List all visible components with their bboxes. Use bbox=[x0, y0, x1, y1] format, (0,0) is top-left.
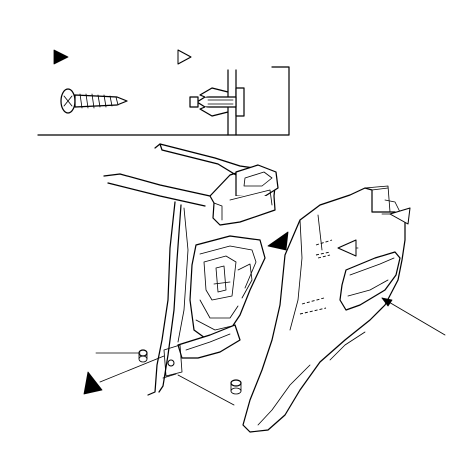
fastener-legend-box bbox=[37, 49, 290, 136]
hollow-triangle-icon bbox=[389, 207, 411, 225]
center-console-body bbox=[103, 143, 279, 396]
hollow-triangle-icon bbox=[177, 49, 192, 65]
side-cover-panel bbox=[242, 185, 406, 433]
hollow-triangle-icon bbox=[337, 239, 357, 257]
filled-triangle-icon bbox=[53, 49, 69, 65]
leader-arrowhead bbox=[381, 297, 393, 307]
filled-triangle-icon bbox=[267, 231, 289, 251]
filled-triangle-icon bbox=[83, 371, 103, 395]
tapping-screw-icon bbox=[60, 88, 128, 114]
push-clip-icon bbox=[189, 69, 245, 136]
